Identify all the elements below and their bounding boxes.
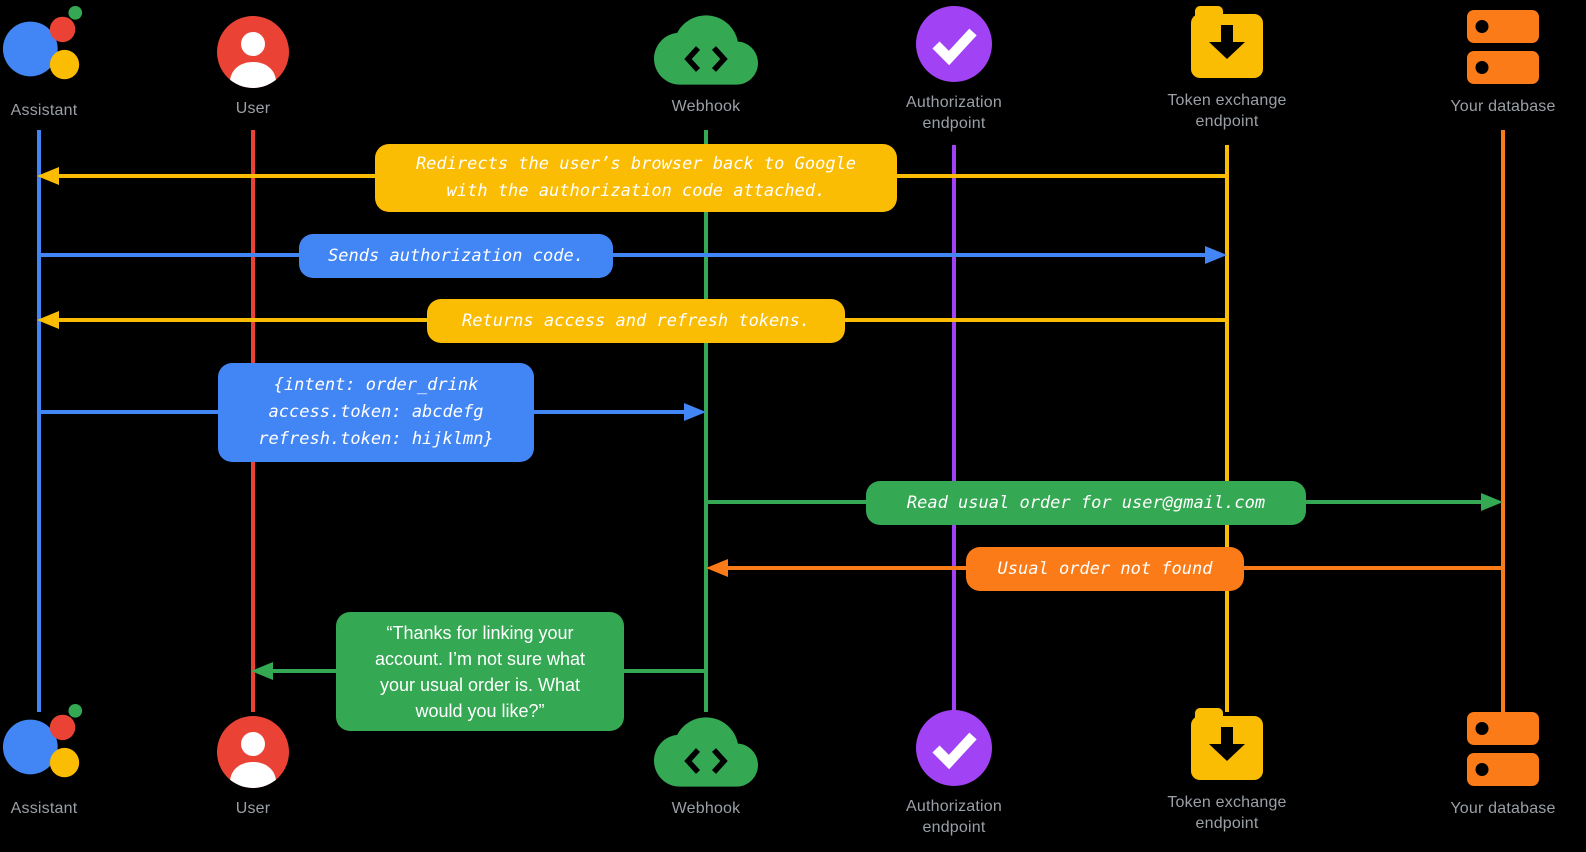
cloud-code-icon [654,710,758,788]
actor-your-database-top: Your database [1433,8,1573,117]
checkmark-circle-icon [916,6,992,82]
message-text: access.token: abcdefg [268,402,484,422]
message-text: with the authorization code attached. [446,181,826,201]
cloud-code-icon [654,8,758,86]
message-text: Read usual order for user@gmail.com [906,492,1266,513]
lifeline-token-exchange-endpoint [1225,145,1229,712]
actor-assistant-bottom: Assistant [0,702,114,819]
arrowhead-left-icon [37,167,59,185]
message-assistant-reply: “Thanks for linking your account. I’m no… [336,612,624,731]
lifeline-webhook [704,130,708,712]
actor-your-database-bottom: Your database [1433,710,1573,819]
arrowhead-right-icon [1481,493,1503,511]
lifeline-assistant [37,130,41,712]
message-intent-payload: {intent: order_drink access.token: abcde… [218,363,534,462]
actor-token-exchange-endpoint-top: Token exchange endpoint [1157,4,1297,132]
database-icon [1467,8,1539,86]
message-read-usual-order: Read usual order for user@gmail.com [866,481,1306,525]
actor-authorization-endpoint-bottom: Authorization endpoint [884,710,1024,838]
actor-label-authorization-endpoint: Authorization endpoint [906,798,1002,836]
download-box-icon [1189,4,1265,80]
actor-label-user: User [235,800,271,817]
actor-authorization-endpoint-top: Authorization endpoint [884,6,1024,134]
actor-label-your-database: Your database [1450,98,1556,115]
actor-label-webhook: Webhook [671,98,741,115]
message-text: Sends authorization code. [328,245,584,266]
actor-webhook-bottom: Webhook [634,710,778,819]
arrowhead-right-icon [1205,246,1227,264]
actor-label-your-database: Your database [1450,800,1556,817]
message-text: would you like?” [415,700,545,721]
google-assistant-icon [1,4,87,90]
lifeline-authorization-endpoint [952,145,956,712]
checkmark-circle-icon [916,710,992,786]
message-text: {intent: order_drink [273,375,479,395]
message-text: Usual order not found [997,558,1213,579]
arrow-sends-auth-code [39,253,1205,257]
actor-label-assistant: Assistant [10,800,78,817]
actor-webhook-top: Webhook [634,8,778,117]
arrowhead-right-icon [684,403,706,421]
message-text: account. I’m not sure what [374,648,586,669]
database-icon [1467,710,1539,788]
actor-label-authorization-endpoint: Authorization endpoint [906,94,1002,132]
actor-token-exchange-endpoint-bottom: Token exchange endpoint [1157,706,1297,834]
actor-user-bottom: User [183,716,323,819]
user-icon [217,716,289,788]
message-text: Redirects the user’s browser back to Goo… [415,154,857,174]
actor-label-assistant: Assistant [10,102,78,119]
message-text: “Thanks for linking your [386,622,574,643]
actor-label-user: User [235,100,271,117]
arrowhead-left-icon [251,662,273,680]
google-assistant-icon [1,702,87,788]
message-text: your usual order is. What [379,674,581,695]
actor-label-token-exchange-endpoint: Token exchange endpoint [1167,794,1287,832]
actor-label-webhook: Webhook [671,800,741,817]
message-redirects-browser: Redirects the user’s browser back to Goo… [375,144,897,212]
message-text: refresh.token: hijklmn} [258,429,494,449]
message-returns-tokens: Returns access and refresh tokens. [427,299,845,343]
actor-assistant-top: Assistant [0,4,114,121]
lifeline-your-database [1501,130,1505,712]
message-usual-order-not-found: Usual order not found [966,547,1244,591]
actor-label-token-exchange-endpoint: Token exchange endpoint [1167,92,1287,130]
message-sends-auth-code: Sends authorization code. [299,234,613,278]
message-text: Returns access and refresh tokens. [462,310,810,331]
actor-user-top: User [183,16,323,119]
arrowhead-left-icon [37,311,59,329]
user-icon [217,16,289,88]
download-box-icon [1189,706,1265,782]
arrowhead-left-icon [706,559,728,577]
